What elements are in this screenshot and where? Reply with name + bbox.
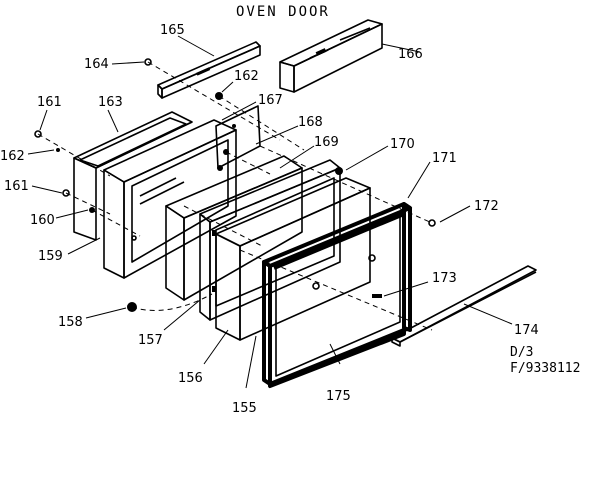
diagram-title: OVEN DOOR (236, 4, 330, 20)
part-166-vent-trim (279, 19, 383, 93)
callout-162-left: 162 (0, 149, 25, 164)
callout-165: 165 (160, 23, 185, 38)
callout-156: 156 (178, 371, 203, 386)
part-164-screw (144, 58, 152, 66)
leader-lines (27, 35, 513, 389)
part-173-clip (372, 294, 382, 298)
callout-161-top: 161 (37, 95, 62, 110)
callout-166: 166 (398, 47, 423, 62)
callout-174: 174 (514, 323, 539, 338)
part-161-screw-upper (34, 130, 42, 138)
drawing-code-line1: D/3 (510, 345, 533, 360)
part-163-outer-panel (73, 111, 193, 241)
callout-163: 163 (98, 95, 123, 110)
part-159-door-liner (103, 119, 237, 279)
callout-157: 157 (138, 333, 163, 348)
callout-159: 159 (38, 249, 63, 264)
callout-164: 164 (84, 57, 109, 72)
callout-labels: 165 164 162 166 161 163 162 161 160 159 … (0, 23, 539, 416)
callout-169: 169 (314, 135, 339, 150)
part-175-outer-glass-trim (262, 202, 412, 388)
callout-167: 167 (258, 93, 283, 108)
callout-155: 155 (232, 401, 257, 416)
drawing-code-line2: F/9338112 (510, 361, 580, 376)
callout-173: 173 (432, 271, 457, 286)
part-156-inner-glass (215, 167, 371, 341)
callout-168: 168 (298, 115, 323, 130)
callout-175: 175 (326, 389, 351, 404)
callout-158: 158 (58, 315, 83, 330)
part-165-top-trim (157, 41, 261, 99)
callout-171: 171 (432, 151, 457, 166)
part-172-screw (428, 219, 436, 227)
callout-160: 160 (30, 213, 55, 228)
alignment-lines (37, 61, 433, 331)
callout-162-top: 162 (234, 69, 259, 84)
part-161-screw-lower (62, 189, 70, 197)
part-162-clip-left (56, 148, 60, 152)
part-168-inner-box (165, 155, 303, 301)
part-174-bottom-trim (391, 265, 537, 347)
callout-172: 172 (474, 199, 499, 214)
callout-170: 170 (390, 137, 415, 152)
callout-161-lower: 161 (4, 179, 29, 194)
